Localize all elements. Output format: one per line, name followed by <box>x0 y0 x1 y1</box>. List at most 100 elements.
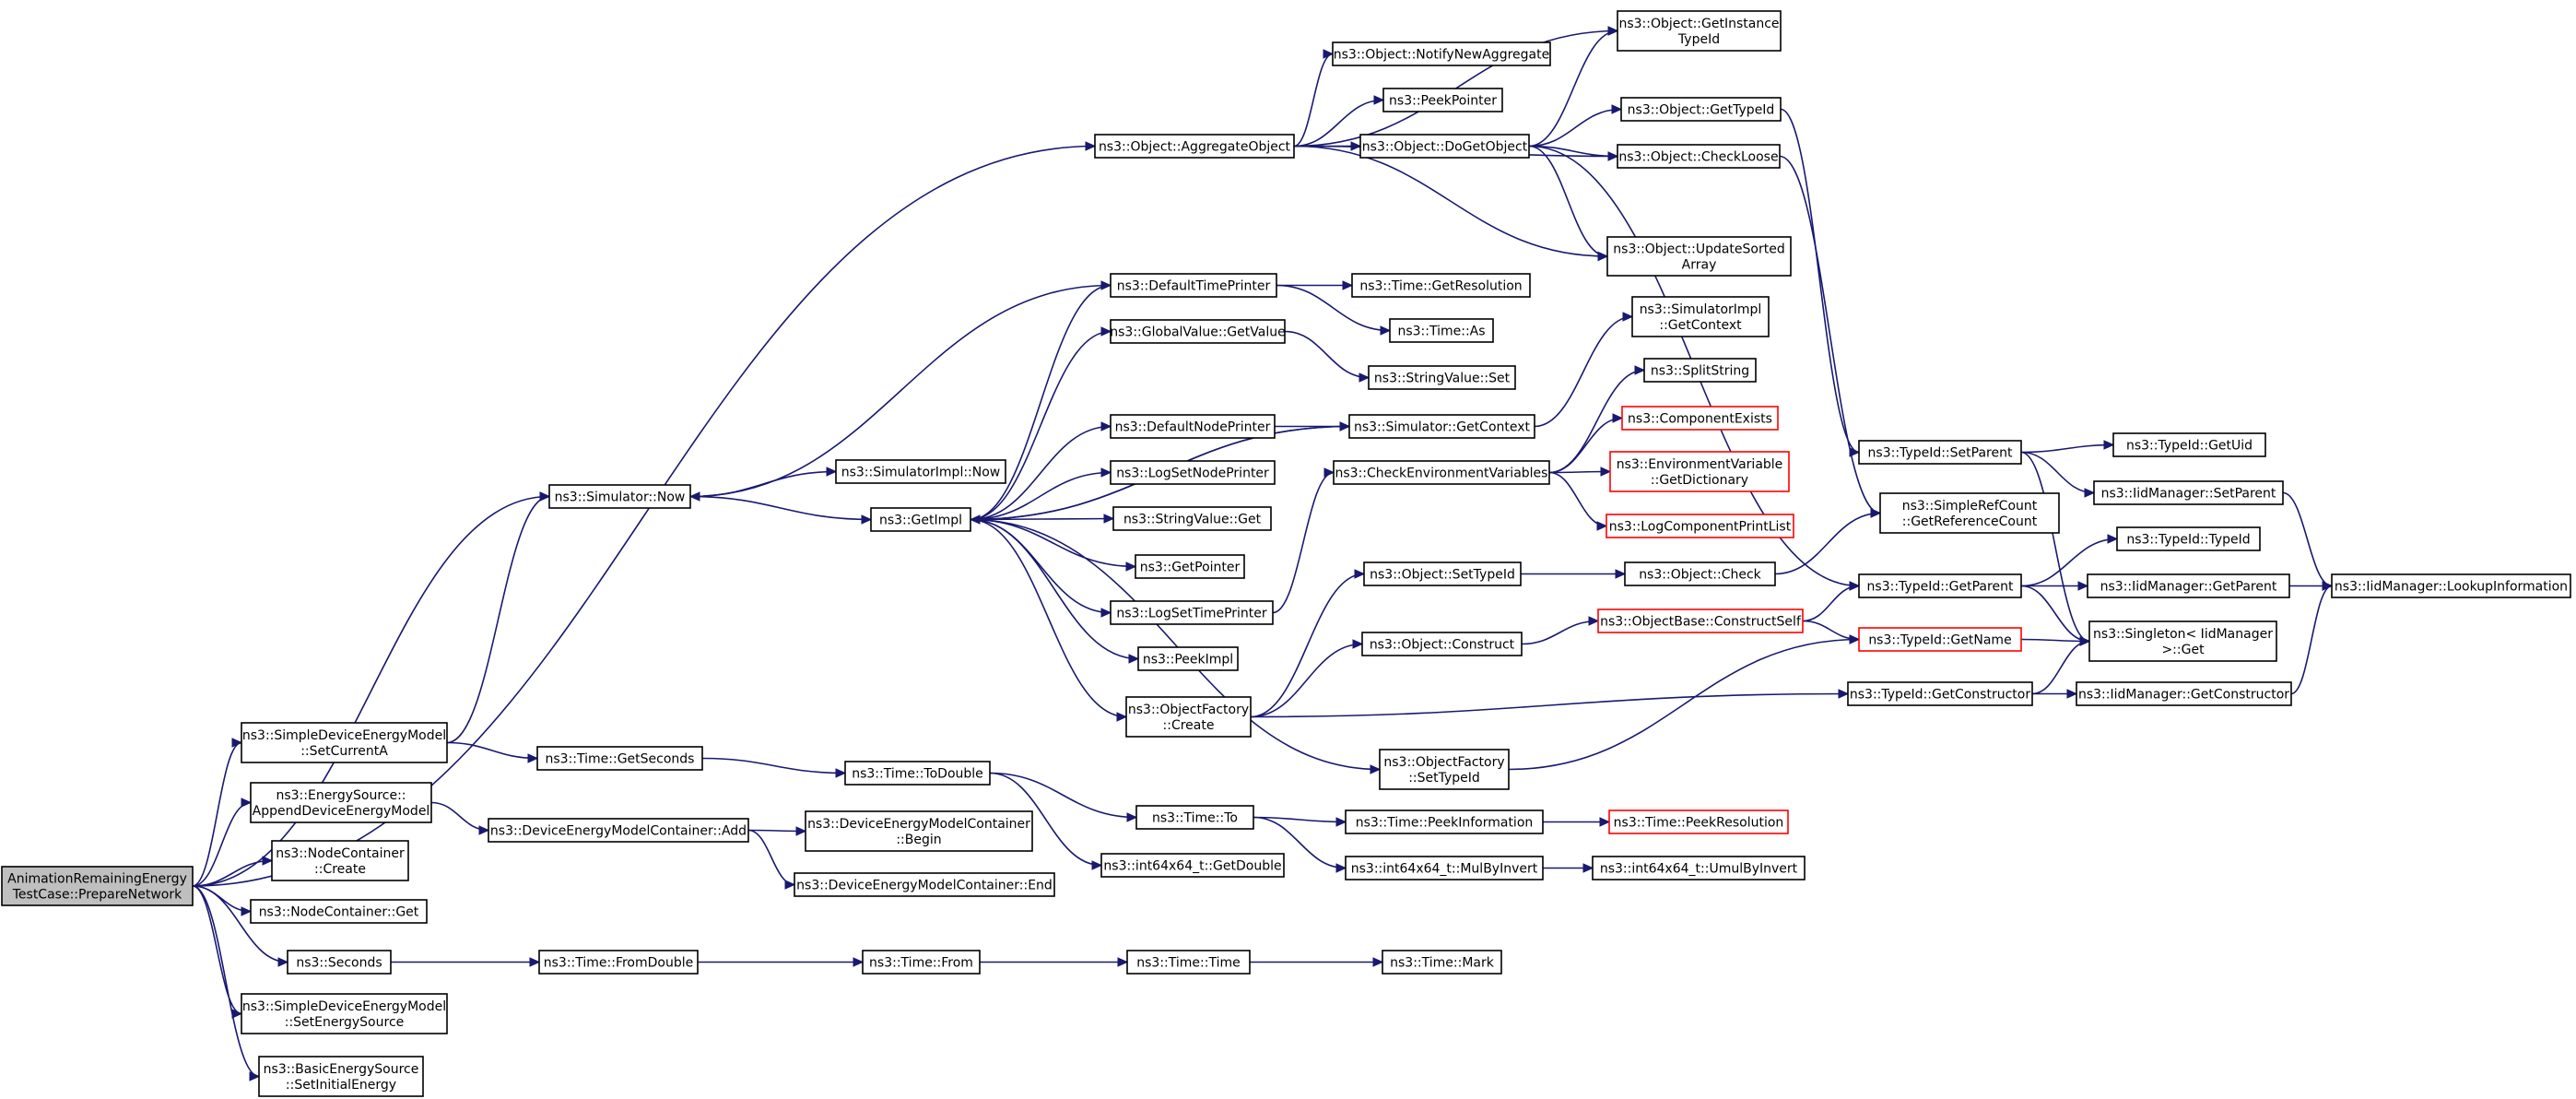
node-obcself[interactable]: ns3::ObjectBase::ConstructSelf <box>1597 609 1804 633</box>
node-srcgetref[interactable]: ns3::SimpleRefCount::GetReferenceCount <box>1879 492 2060 534</box>
node-label: ns3::IidManager::GetConstructor <box>2078 688 2289 703</box>
node-getimpl[interactable]: ns3::GetImpl <box>870 507 971 532</box>
node-setcurrenta[interactable]: ns3::SimpleDeviceEnergyModel::SetCurrent… <box>241 722 448 763</box>
node-peekimpl[interactable]: ns3::PeekImpl <box>1137 646 1239 671</box>
call-edge <box>970 467 1112 521</box>
node-ncget[interactable]: ns3::NodeContainer::Get <box>250 899 428 924</box>
call-edge <box>970 518 1128 722</box>
node-nccreate[interactable]: ns3::NodeContainer::Create <box>271 840 409 881</box>
call-edge <box>698 957 865 967</box>
node-seconds[interactable]: ns3::Seconds <box>287 950 392 975</box>
node-peekres[interactable]: ns3::Time::PeekResolution <box>1608 809 1789 834</box>
node-singleton[interactable]: ns3::Singleton< IidManager>::Get <box>2088 620 2277 662</box>
node-iidlookup[interactable]: ns3::IidManager::LookupInformation <box>2331 573 2571 598</box>
node-gettypeid[interactable]: ns3::Object::GetTypeId <box>1620 97 1782 122</box>
node-checkloose[interactable]: ns3::Object::CheckLoose <box>1617 144 1781 169</box>
call-edge <box>1548 471 1608 531</box>
node-box <box>1617 144 1781 169</box>
node-label: AnimationRemainingEnergy <box>7 872 187 887</box>
node-timemark[interactable]: ns3::Time::Mark <box>1382 950 1502 975</box>
node-simimplctx[interactable]: ns3::SimulatorImpl::GetContext <box>1631 296 1770 337</box>
node-ofcreate[interactable]: ns3::ObjectFactory::Create <box>1125 696 1252 738</box>
node-simimplnow[interactable]: ns3::SimulatorImpl::Now <box>835 459 1006 484</box>
node-peekinfo[interactable]: ns3::Time::PeekInformation <box>1345 809 1544 834</box>
call-edge <box>970 518 1140 664</box>
node-getres[interactable]: ns3::Time::GetResolution <box>1351 273 1531 298</box>
node-setenergysrc[interactable]: ns3::SimpleDeviceEnergyModel::SetEnergyS… <box>241 993 448 1034</box>
node-tidgetname[interactable]: ns3::TypeId::GetName <box>1858 627 2022 652</box>
node-simnow[interactable]: ns3::Simulator::Now <box>548 484 691 509</box>
node-tidgetuid[interactable]: ns3::TypeId::GetUid <box>2112 432 2266 457</box>
node-label: ns3::ObjectFactory <box>1383 755 1504 770</box>
node-gvgetvalue[interactable]: ns3::GlobalValue::GetValue <box>1110 319 1286 344</box>
node-objcheck[interactable]: ns3::Object::Check <box>1624 561 1776 586</box>
node-checkenv[interactable]: ns3::CheckEnvironmentVariables <box>1333 460 1550 485</box>
node-box <box>1624 561 1776 586</box>
node-iidgetctor[interactable]: ns3::IidManager::GetConstructor <box>2076 681 2292 706</box>
node-peekptr[interactable]: ns3::PeekPointer <box>1382 88 1503 112</box>
node-demcend[interactable]: ns3::DeviceEnergyModelContainer::End <box>794 872 1055 897</box>
node-simgetctx[interactable]: ns3::Simulator::GetContext <box>1348 414 1535 439</box>
node-settypeid[interactable]: ns3::Object::SetTypeId <box>1363 561 1522 586</box>
node-fromdouble[interactable]: ns3::Time::FromDouble <box>538 950 699 975</box>
node-timeas[interactable]: ns3::Time::As <box>1389 318 1494 343</box>
node-notify[interactable]: ns3::Object::NotifyNewAggregate <box>1332 41 1551 66</box>
node-umulbyinv[interactable]: ns3::int64x64_t::UmulByInvert <box>1592 856 1806 880</box>
node-timetime[interactable]: ns3::Time::Time <box>1126 950 1251 975</box>
node-box <box>1608 809 1789 834</box>
node-dnp[interactable]: ns3::DefaultNodePrinter <box>1110 414 1276 439</box>
node-lsnp[interactable]: ns3::LogSetNodePrinter <box>1110 460 1276 485</box>
node-root[interactable]: AnimationRemainingEnergyTestCase::Prepar… <box>1 866 194 906</box>
node-label: ns3::Object::NotifyNewAggregate <box>1334 48 1549 63</box>
node-box <box>258 1056 424 1097</box>
node-label: ns3::LogSetNodePrinter <box>1116 467 1269 481</box>
call-edge <box>980 957 1129 967</box>
node-mulbyinv[interactable]: ns3::int64x64_t::MulByInvert <box>1345 856 1544 880</box>
node-objconstruct[interactable]: ns3::Object::Construct <box>1361 632 1523 656</box>
node-dogetobject[interactable]: ns3::Object::DoGetObject <box>1359 134 1530 159</box>
node-svset[interactable]: ns3::StringValue::Set <box>1368 365 1516 390</box>
node-label: ns3::Object::GetTypeId <box>1628 103 1775 118</box>
node-box <box>1606 514 1794 538</box>
node-todouble[interactable]: ns3::Time::ToDouble <box>844 761 991 786</box>
node-label: ns3::IidManager::SetParent <box>2101 487 2276 502</box>
node-lcpl[interactable]: ns3::LogComponentPrintList <box>1606 514 1794 538</box>
node-label: ns3::Object::DoGetObject <box>1362 140 1528 155</box>
node-box <box>1879 492 2060 534</box>
node-tidsetparent[interactable]: ns3::TypeId::SetParent <box>1858 440 2022 465</box>
node-tidgetparent[interactable]: ns3::TypeId::GetParent <box>1858 573 2022 598</box>
node-getdouble[interactable]: ns3::int64x64_t::GetDouble <box>1100 853 1285 878</box>
call-edge <box>970 518 1382 774</box>
call-edge <box>989 772 1138 822</box>
node-demcbegin[interactable]: ns3::DeviceEnergyModelContainer::Begin <box>805 810 1033 852</box>
node-dtp[interactable]: ns3::DefaultTimePrinter <box>1110 273 1277 298</box>
node-aggregate[interactable]: ns3::Object::AggregateObject <box>1094 134 1295 159</box>
node-label: >::Get <box>2161 643 2205 657</box>
node-envvar[interactable]: ns3::EnvironmentVariable::GetDictionary <box>1609 451 1790 492</box>
node-label: ns3::CheckEnvironmentVariables <box>1335 467 1548 481</box>
node-lstp[interactable]: ns3::LogSetTimePrinter <box>1110 600 1274 625</box>
node-box <box>1609 451 1790 492</box>
node-getpointer[interactable]: ns3::GetPointer <box>1135 554 1245 579</box>
call-edge <box>192 798 253 887</box>
call-edge <box>1543 863 1594 873</box>
node-tidgetctor[interactable]: ns3::TypeId::GetConstructor <box>1847 681 2033 706</box>
node-timeto[interactable]: ns3::Time::To <box>1135 805 1254 830</box>
node-timefrom[interactable]: ns3::Time::From <box>862 950 981 975</box>
node-compexists[interactable]: ns3::ComponentExists <box>1621 406 1779 431</box>
node-box <box>1606 236 1792 277</box>
node-ofsettypeid[interactable]: ns3::ObjectFactory::SetTypeId <box>1379 749 1510 790</box>
node-svget[interactable]: ns3::StringValue::Get <box>1112 506 1272 531</box>
node-splitstring[interactable]: ns3::SplitString <box>1643 358 1757 383</box>
node-box <box>1858 627 2022 652</box>
node-box <box>1094 134 1295 159</box>
node-setinitenergy[interactable]: ns3::BasicEnergySource::SetInitialEnergy <box>258 1056 424 1097</box>
node-iidgetparent[interactable]: ns3::IidManager::GetParent <box>2087 573 2290 598</box>
node-iidsetparent[interactable]: ns3::IidManager::SetParent <box>2093 480 2284 505</box>
node-demcadd[interactable]: ns3::DeviceEnergyModelContainer::Add <box>488 818 749 843</box>
node-appenddem[interactable]: ns3::EnergySource::AppendDeviceEnergyMod… <box>250 782 432 823</box>
node-tidtypeid[interactable]: ns3::TypeId::TypeId <box>2116 526 2261 551</box>
node-getseconds[interactable]: ns3::Time::GetSeconds <box>536 746 703 771</box>
